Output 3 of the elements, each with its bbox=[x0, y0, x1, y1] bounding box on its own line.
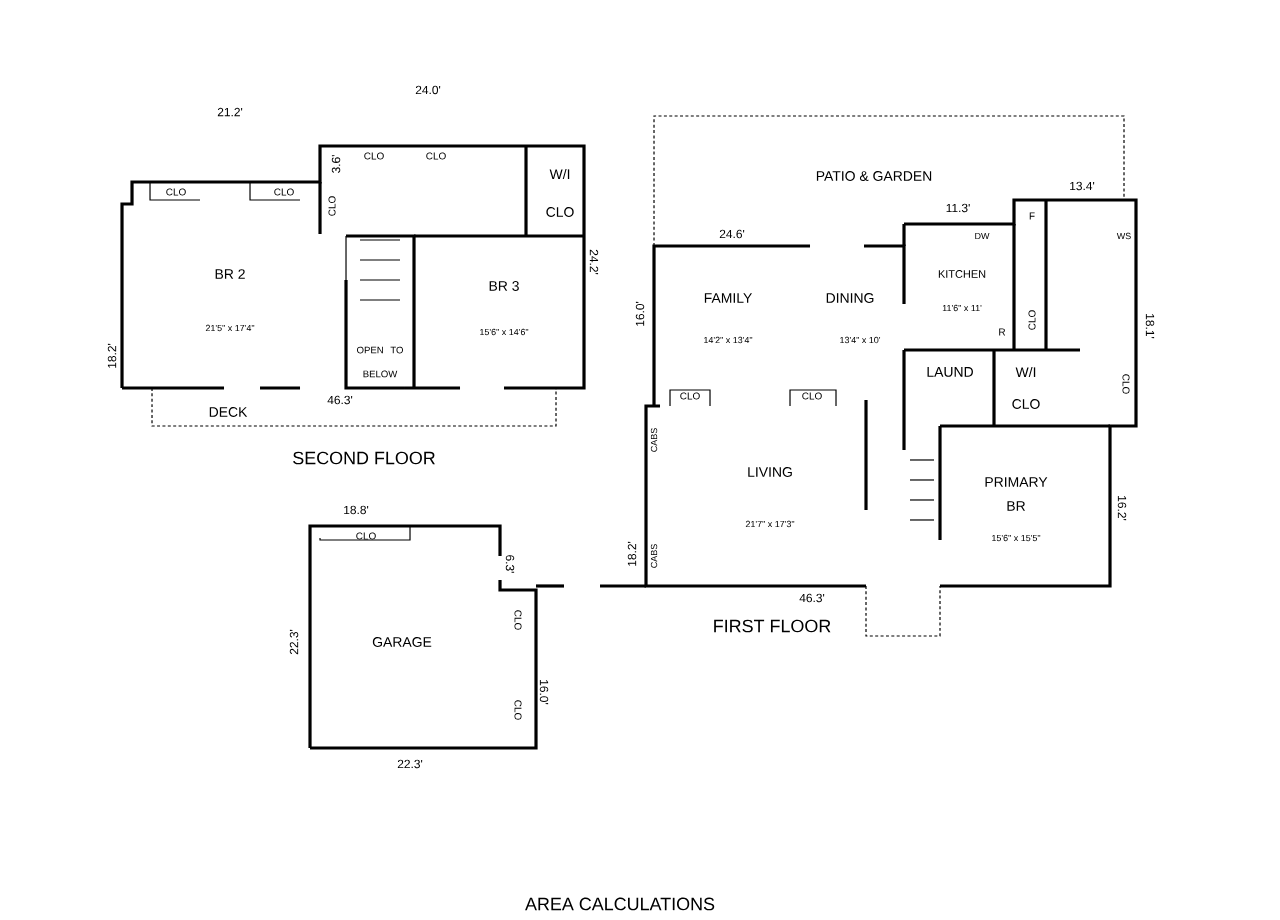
floor-title: FIRST FLOOR bbox=[714, 619, 831, 633]
floor-title: SECOND FLOOR bbox=[293, 451, 435, 465]
floor-title: AREA CALCULATIONS bbox=[525, 897, 715, 911]
